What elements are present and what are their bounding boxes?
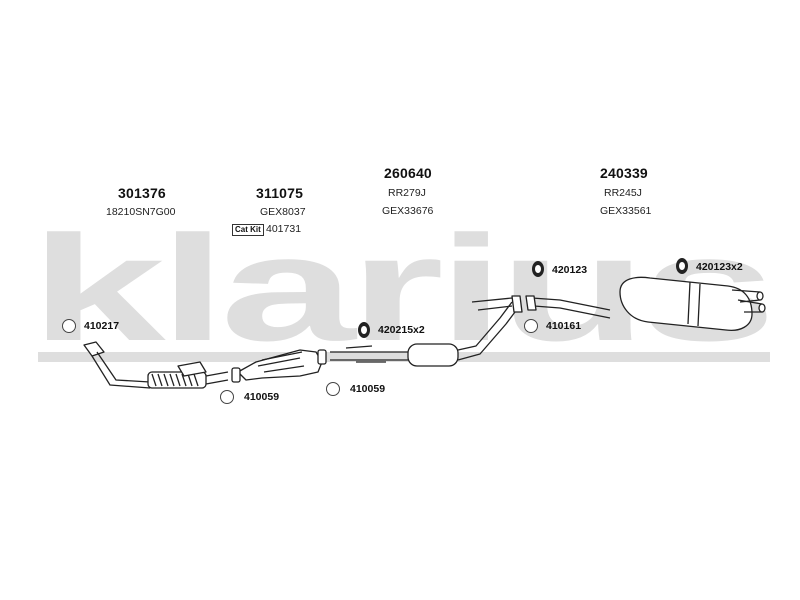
part-ref-240339-2: GEX33561 <box>600 205 652 217</box>
rubber-hanger-icon <box>676 258 688 274</box>
part-ref-260640-1: RR279J <box>388 187 426 199</box>
rubber-hanger-icon <box>358 322 370 338</box>
gasket-ring-icon <box>524 319 538 333</box>
part-number-311075: 311075 <box>256 185 304 201</box>
part-number-240339: 240339 <box>600 165 648 181</box>
callout-410059-a: 410059 <box>244 391 280 403</box>
callout-410217: 410217 <box>84 320 120 332</box>
part-ref-301376: 18210SN7G00 <box>106 206 176 218</box>
watermark-underline <box>38 352 770 362</box>
cat-kit-number: 401731 <box>266 223 302 235</box>
callout-420123: 420123 <box>552 264 588 276</box>
intermediate-pipe <box>330 295 523 367</box>
part-ref-260640-2: GEX33676 <box>382 205 434 217</box>
gasket-ring-icon <box>62 319 76 333</box>
part-ref-240339-1: RR245J <box>604 187 642 199</box>
callout-410059-b: 410059 <box>350 383 386 395</box>
rear-silencer <box>525 276 766 332</box>
part-ref-311075: GEX8037 <box>260 206 306 218</box>
callout-420123x2: 420123x2 <box>696 261 743 273</box>
front-pipe <box>83 341 229 389</box>
catalytic-converter <box>231 349 327 383</box>
gasket-ring-icon <box>220 390 234 404</box>
cat-kit-badge: Cat Kit <box>232 224 264 236</box>
gasket-ring-icon <box>326 382 340 396</box>
part-number-301376: 301376 <box>118 185 166 201</box>
callout-410161: 410161 <box>546 320 582 332</box>
callout-420215x2: 420215x2 <box>378 324 425 336</box>
part-number-260640: 260640 <box>384 165 432 181</box>
rubber-hanger-icon <box>532 261 544 277</box>
